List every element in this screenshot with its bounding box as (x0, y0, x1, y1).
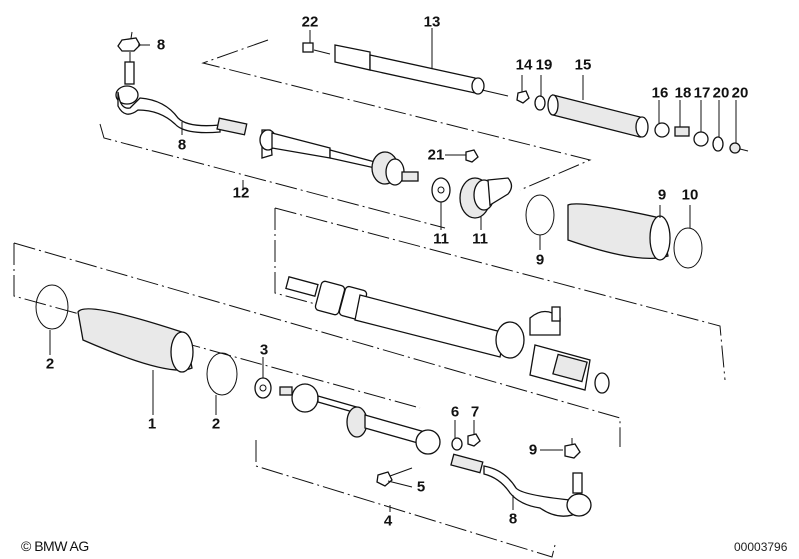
nut-7 (467, 433, 481, 447)
callout-8: 8 (177, 136, 187, 154)
callout-21: 20 (731, 84, 749, 102)
callout-18: 17 (693, 84, 711, 102)
tie-rod-upper (259, 129, 419, 186)
tie-rod-thread-lower (450, 453, 484, 474)
clamp-11-right (673, 227, 703, 269)
callout-3: 3 (259, 341, 269, 359)
damper-mount-hardware (654, 122, 749, 154)
callout-19: 18 (674, 84, 692, 102)
callout-14: 12 (232, 184, 250, 202)
callout-9: 8 (156, 36, 166, 54)
diagram-number: 00003796 (734, 540, 788, 554)
washer-6 (451, 437, 463, 451)
bolt-5 (376, 467, 413, 487)
tie-rod-end-upper (115, 31, 221, 134)
bellows-1 (77, 308, 194, 373)
nut-22 (302, 42, 331, 55)
callout-21: 21 (427, 146, 445, 164)
lock-washer-3 (254, 377, 272, 399)
group-outline-tie-rod-lower (255, 440, 556, 558)
lock-washer-13 (431, 177, 451, 203)
steering-rack-housing (285, 276, 610, 394)
callout-18: 16 (651, 84, 669, 102)
callout-6: 6 (450, 403, 460, 421)
nut-16 (516, 90, 530, 104)
callout-9: 9 (528, 441, 538, 459)
tie-rod-thread-upper (216, 117, 248, 136)
nut-21-center (465, 149, 479, 163)
callout-12: 11 (472, 230, 488, 248)
callout-2: 2 (211, 415, 221, 433)
callout-4: 4 (383, 512, 393, 530)
callout-8: 8 (508, 510, 518, 528)
steering-damper-17 (547, 94, 649, 138)
steering-damper-15 (334, 44, 509, 97)
leader-lines (49, 28, 737, 512)
callout-20: 20 (712, 84, 730, 102)
callout-10: 9 (657, 186, 667, 204)
callout-11: 10 (681, 186, 699, 204)
callout-1: 1 (147, 415, 157, 433)
clamp-11-left (525, 194, 555, 236)
group-outline-tie-rod-upper (99, 123, 446, 229)
callout-15: 13 (423, 13, 441, 31)
callout-11: 9 (535, 251, 545, 269)
copyright-text: © BMW AG (21, 538, 89, 554)
group-outline-left-boot (13, 242, 621, 447)
group-outline-damper (201, 39, 592, 191)
callout-2: 2 (45, 355, 55, 373)
callout-22: 22 (301, 13, 319, 31)
tie-rod-end-lower (483, 438, 592, 517)
clamp-2-left (35, 284, 69, 330)
clamp-2-right (206, 352, 238, 396)
callout-20: 19 (535, 56, 553, 74)
callout-5: 5 (416, 478, 426, 496)
bellows-10 (567, 203, 671, 261)
washer-20-upper (534, 95, 546, 111)
rubber-mount-12 (459, 177, 513, 219)
callout-7: 7 (470, 403, 480, 421)
tie-rod-lower (279, 383, 441, 455)
callout-13: 11 (433, 230, 449, 248)
callout-17: 15 (574, 56, 592, 74)
callout-16: 14 (515, 56, 533, 74)
